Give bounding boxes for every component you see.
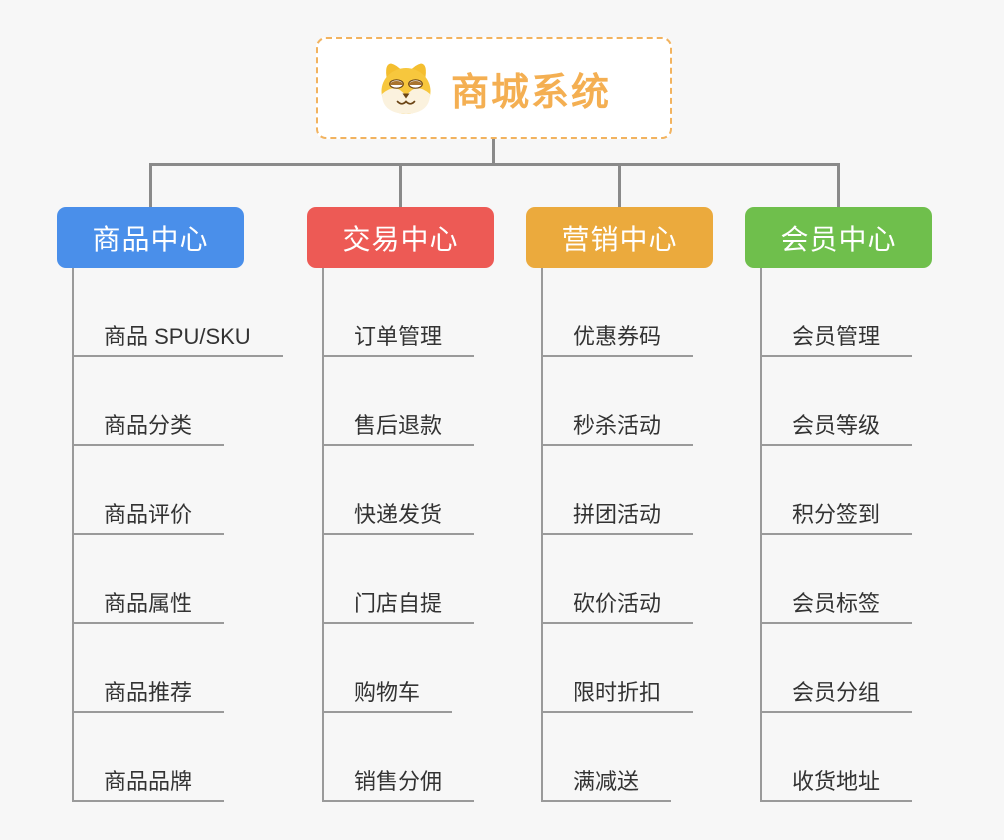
connector-drop-member	[837, 163, 840, 209]
leaf-topic[interactable]: 销售分佣	[322, 769, 475, 802]
branch-trunk-line	[760, 268, 762, 802]
leaf-topic[interactable]: 商品品牌	[72, 769, 225, 802]
leaf-topic[interactable]: 会员分组	[760, 680, 913, 713]
connector-root-drop	[492, 139, 495, 166]
leaf-topic[interactable]: 商品分类	[72, 413, 225, 446]
leaf-topic[interactable]: 秒杀活动	[541, 413, 694, 446]
leaf-topic[interactable]: 会员标签	[760, 591, 913, 624]
leaf-topic[interactable]: 购物车	[322, 680, 453, 713]
branch-trunk-line	[322, 268, 324, 802]
leaf-topic[interactable]: 商品属性	[72, 591, 225, 624]
branch-marketing-center[interactable]: 营销中心	[526, 207, 713, 268]
leaf-topic[interactable]: 优惠券码	[541, 324, 694, 357]
connector-drop-marketing	[618, 163, 621, 209]
leaf-topic[interactable]: 限时折扣	[541, 680, 694, 713]
leaf-topic[interactable]: 拼团活动	[541, 502, 694, 535]
leaf-topic[interactable]: 满减送	[541, 769, 672, 802]
leaf-topic[interactable]: 收货地址	[760, 769, 913, 802]
leaf-topic[interactable]: 会员等级	[760, 413, 913, 446]
root-title: 商城系统	[450, 71, 611, 114]
leaf-topic[interactable]: 砍价活动	[541, 591, 694, 624]
branch-product-center[interactable]: 商品中心	[57, 207, 244, 268]
leaf-topic[interactable]: 商品推荐	[72, 680, 225, 713]
branch-trunk-line	[541, 268, 543, 802]
root-node[interactable]: 商城系统	[316, 37, 672, 139]
leaf-topic[interactable]: 订单管理	[322, 324, 475, 357]
branch-trade-center[interactable]: 交易中心	[307, 207, 494, 268]
leaf-topic[interactable]: 售后退款	[322, 413, 475, 446]
leaf-topic[interactable]: 会员管理	[760, 324, 913, 357]
leaf-topic[interactable]: 积分签到	[760, 502, 913, 535]
leaf-topic[interactable]: 门店自提	[322, 591, 475, 624]
leaf-topic[interactable]: 商品 SPU/SKU	[72, 324, 283, 357]
connector-bus-line	[149, 163, 840, 166]
connector-drop-trade	[399, 163, 402, 209]
leaf-topic[interactable]: 商品评价	[72, 502, 225, 535]
branch-member-center[interactable]: 会员中心	[745, 207, 932, 268]
connector-drop-product	[149, 163, 152, 209]
shiba-dog-icon	[377, 60, 435, 116]
leaf-topic[interactable]: 快递发货	[322, 502, 475, 535]
branch-trunk-line	[72, 268, 74, 802]
